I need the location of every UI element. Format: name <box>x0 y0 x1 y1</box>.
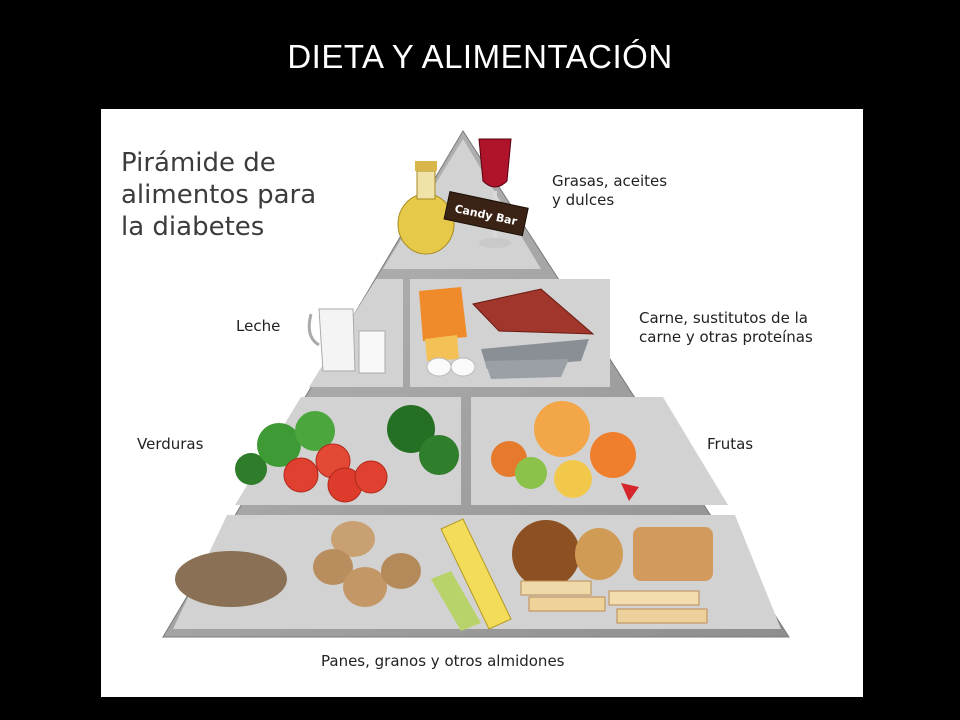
vegetables-image <box>235 405 459 503</box>
label-fruits: Frutas <box>707 435 754 453</box>
pyramid-title-line-3: la diabetes <box>121 212 265 242</box>
label-meat-line-1: Carne, sustitutos de la <box>639 309 808 327</box>
grains-image <box>175 518 713 631</box>
food-pyramid-panel: Pirámide de alimentos para la diabetes <box>101 109 863 697</box>
label-milk: Leche <box>236 317 281 335</box>
milk-jug-image <box>307 308 386 374</box>
label-vegetables: Verduras <box>137 435 204 453</box>
label-meat: Carne, sustitutos de la carne y otras pr… <box>639 309 813 347</box>
pyramid-title: Pirámide de alimentos para la diabetes <box>121 147 361 243</box>
food-pyramid-graphic: Candy Bar <box>162 130 790 638</box>
pyramid-title-line-1: Pirámide de <box>121 148 276 178</box>
candy-bar-image: Candy Bar <box>443 191 529 237</box>
oil-bottle-image <box>397 161 455 255</box>
fruits-image <box>491 401 639 501</box>
label-meat-line-2: carne y otras proteínas <box>639 328 813 346</box>
pyramid-title-line-2: alimentos para <box>121 180 317 210</box>
label-grains: Panes, granos y otros almidones <box>321 652 565 670</box>
label-fats-line-2: y dulces <box>552 191 615 209</box>
slide-title: DIETA Y ALIMENTACIÓN <box>287 38 673 75</box>
label-fats: Grasas, aceites y dulces <box>552 172 667 210</box>
meat-image <box>419 287 595 379</box>
label-fats-line-1: Grasas, aceites <box>552 172 668 190</box>
